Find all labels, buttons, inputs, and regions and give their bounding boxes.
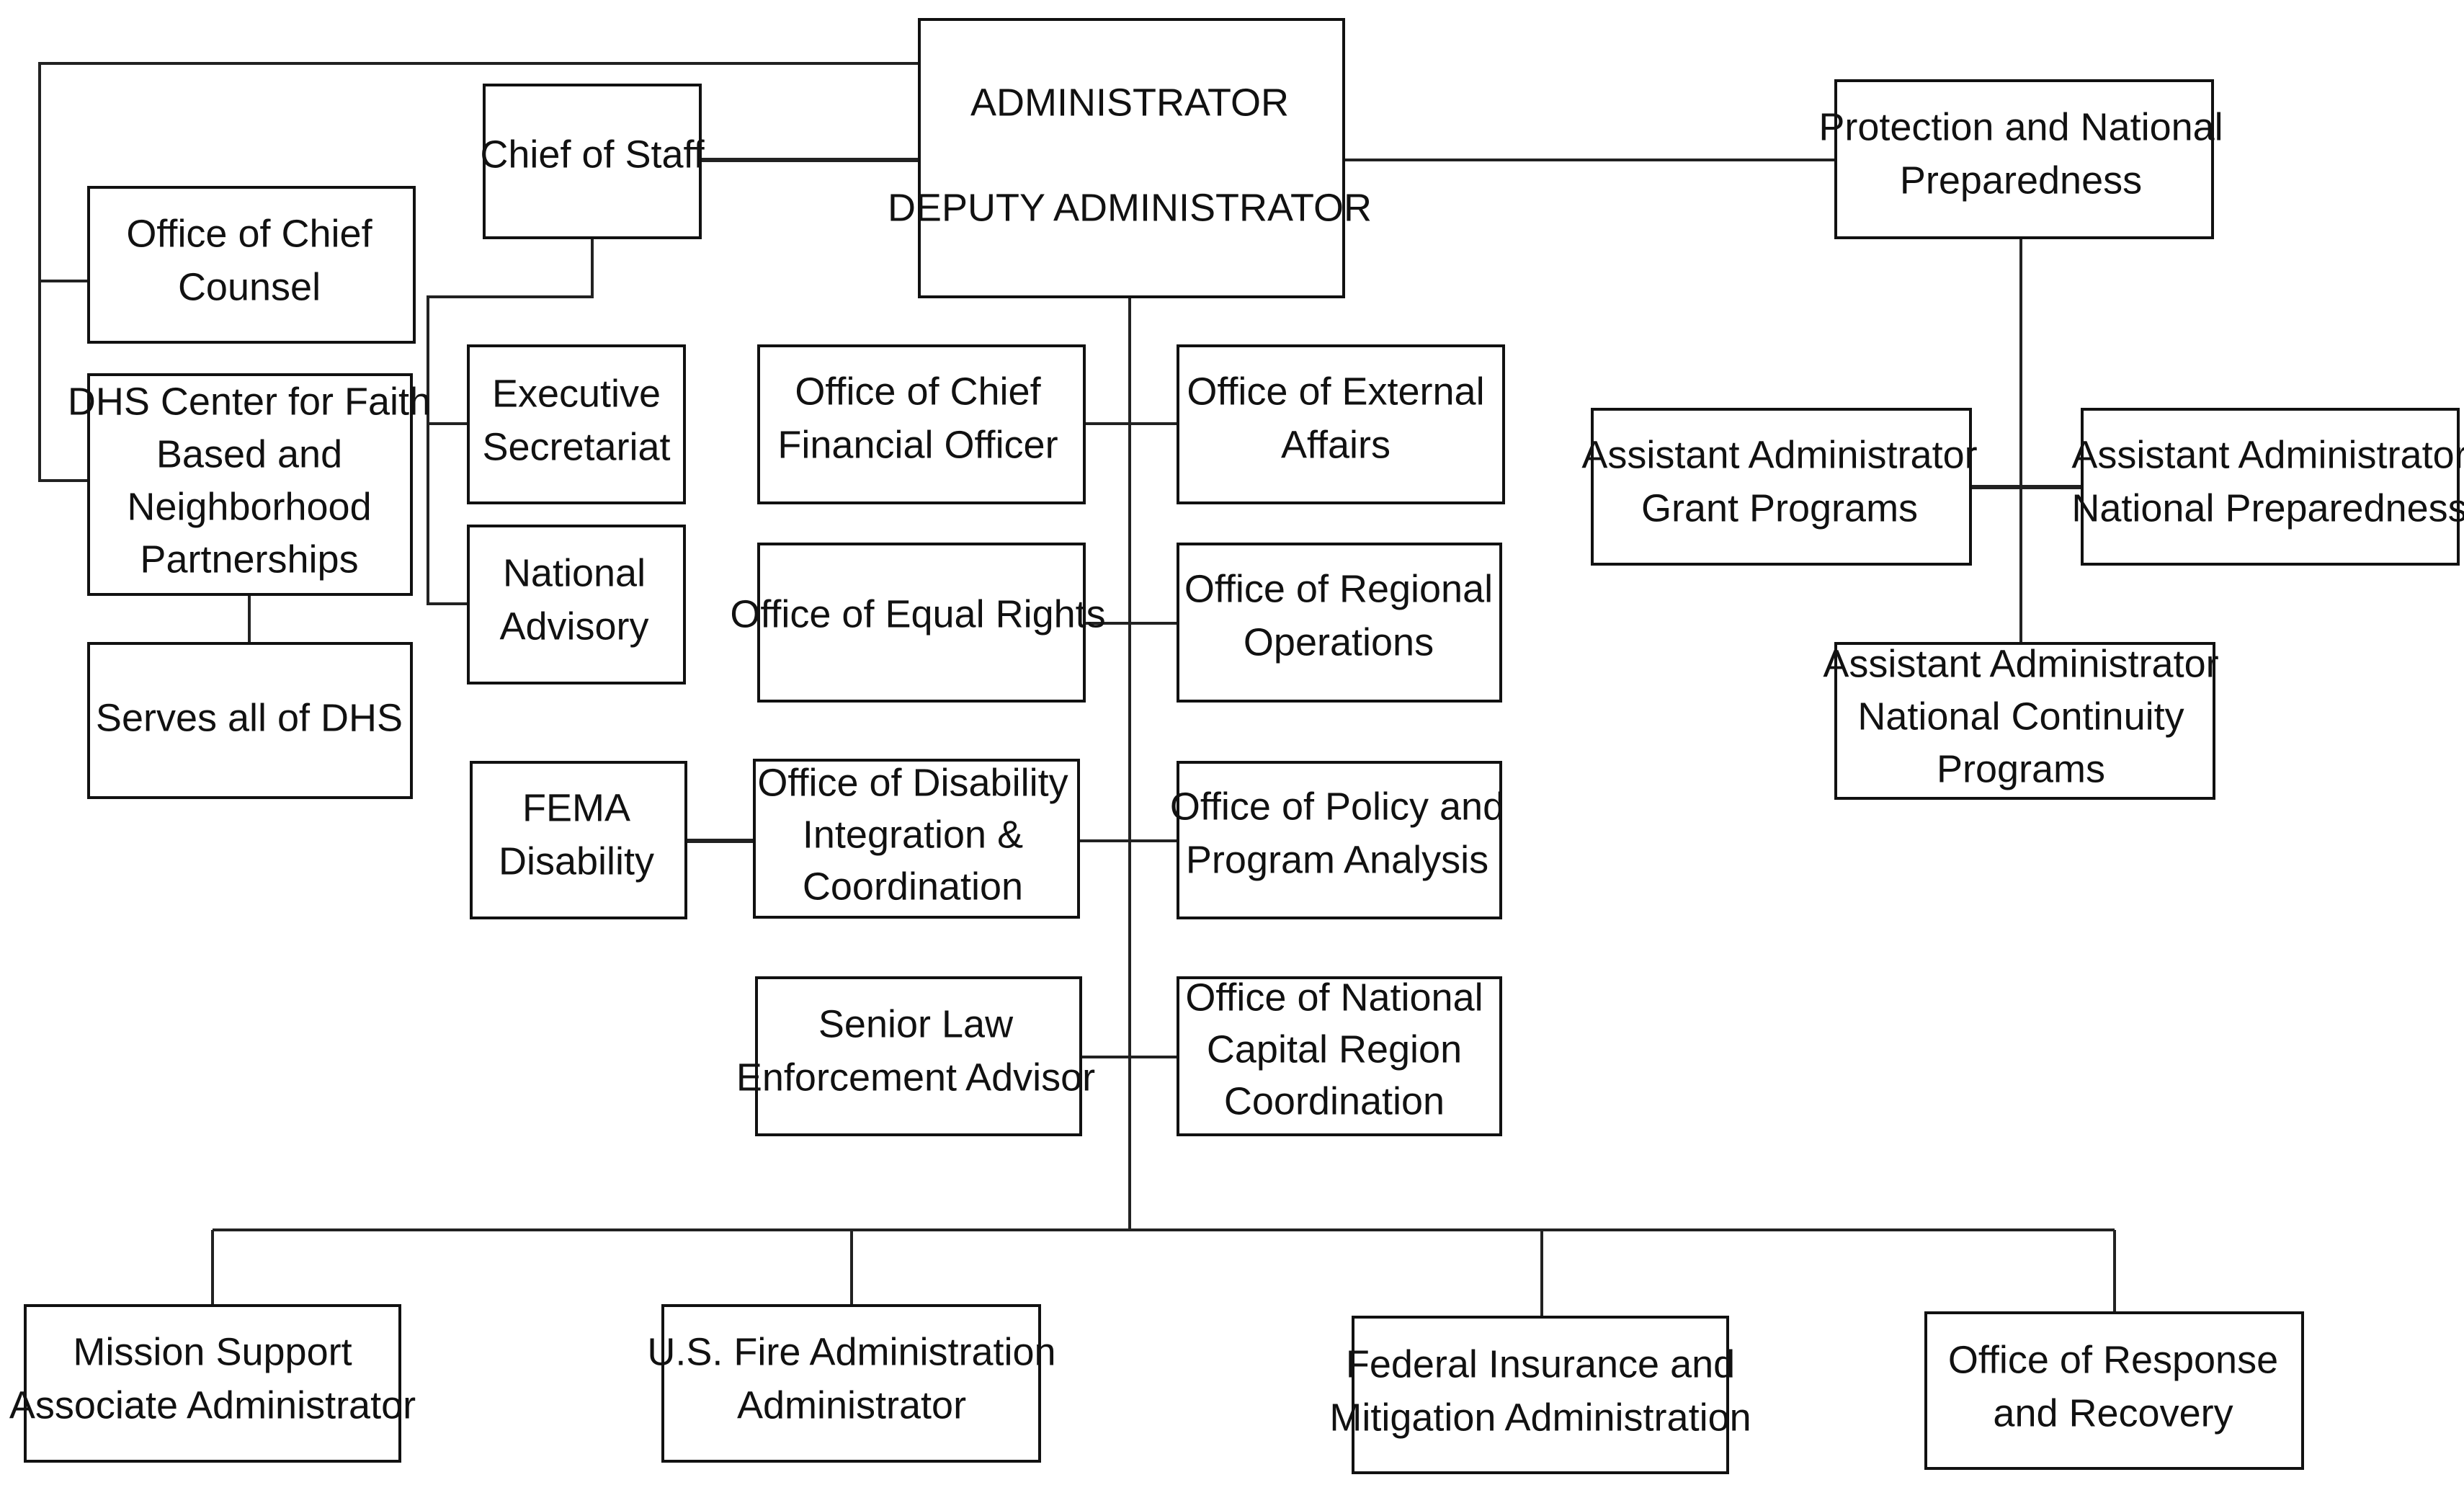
ncr-label-2: Capital Region [1207,1027,1462,1071]
chief-of-staff-label: Chief of Staff [480,133,705,176]
national-advisory-label-2: Advisory [499,605,648,648]
exec-secretariat-box: Executive Secretariat [467,344,686,504]
grant-programs-label-1: Assistant Administrator [1581,433,1977,476]
disability-integration-label-2: Integration & [803,813,1023,856]
cfo-label-1: Office of Chief [795,370,1041,413]
response-recovery-label-2: and Recovery [1993,1391,2233,1435]
policy-box: Office of Policy and Program Analysis [1170,761,1504,919]
disability-integration-label-3: Coordination [803,865,1023,908]
chief-counsel-label-2: Counsel [178,265,321,308]
chief-counsel-label-1: Office of Chief [126,212,372,255]
cfo-box: Office of Chief Financial Officer [757,344,1086,504]
national-preparedness-label-1: Assistant Administrator [2071,433,2464,476]
fema-disability-label-2: Disability [499,839,654,883]
faith-center-box: DHS Center for Faith Based and Neighborh… [68,373,431,596]
external-affairs-label-1: Office of External [1187,370,1484,413]
exec-secretariat-label-1: Executive [492,372,661,415]
protection-label-2: Preparedness [1900,159,2142,202]
response-recovery-label-1: Office of Response [1948,1338,2278,1381]
ncr-box: Office of National Capital Region Coordi… [1177,976,1502,1136]
senior-law-box: Senior Law Enforcement Advisor [736,976,1095,1136]
fema-disability-box: FEMA Disability [470,761,687,919]
policy-label-1: Office of Policy and [1170,785,1504,828]
mission-support-label-1: Mission Support [73,1330,352,1373]
faith-center-label-2: Based and [156,432,342,476]
exec-secretariat-label-2: Secretariat [482,425,670,468]
national-preparedness-label-2: National Preparedness [2071,486,2464,530]
regional-ops-label-1: Office of Regional [1184,567,1493,610]
response-recovery-box: Office of Response and Recovery [1924,1311,2304,1470]
fema-disability-label-1: FEMA [522,786,630,829]
continuity-label-3: Programs [1937,747,2105,790]
ncr-label-3: Coordination [1224,1079,1445,1123]
admin-to-faith-connector [38,62,919,482]
fima-box: Federal Insurance and Mitigation Adminis… [1329,1316,1751,1474]
faith-center-label-4: Partnerships [140,538,358,581]
deputy-administrator-label: DEPUTY ADMINISTRATOR [888,186,1372,229]
continuity-label-2: National Continuity [1857,695,2184,738]
mission-support-box: Mission Support Associate Administrator [9,1304,416,1463]
external-affairs-box: Office of External Affairs [1177,344,1505,504]
chief-counsel-box: Office of Chief Counsel [87,186,416,344]
faith-center-label-3: Neighborhood [127,485,371,528]
usfa-label-1: U.S. Fire Administration [647,1330,1055,1373]
fima-label-1: Federal Insurance and [1346,1342,1735,1386]
continuity-box: Assistant Administrator National Continu… [1823,642,2219,800]
chief-of-staff-box: Chief of Staff [480,84,705,239]
cfo-label-2: Financial Officer [777,423,1058,466]
grant-programs-box: Assistant Administrator Grant Programs [1581,408,1978,566]
administrator-label: ADMINISTRATOR [970,81,1289,124]
serves-all-box: Serves all of DHS [87,642,413,799]
policy-label-2: Program Analysis [1186,838,1488,881]
chief-of-staff-down-connector [427,238,594,605]
national-preparedness-box: Assistant Administrator National Prepare… [2071,408,2464,566]
external-affairs-label-2: Affairs [1281,423,1391,466]
usfa-box: U.S. Fire Administration Administrator [647,1304,1056,1463]
national-advisory-box: National Advisory [467,525,686,684]
senior-law-label-2: Enforcement Advisor [736,1056,1095,1099]
disability-integration-box: Office of Disability Integration & Coord… [753,759,1080,919]
national-advisory-label-1: National [503,551,646,594]
grant-programs-label-2: Grant Programs [1641,486,1918,530]
usfa-label-2: Administrator [737,1383,966,1427]
fima-label-2: Mitigation Administration [1329,1396,1751,1439]
administrator-box: ADMINISTRATOR DEPUTY ADMINISTRATOR [888,18,1372,298]
disability-integration-label-1: Office of Disability [757,761,1068,804]
connectors [38,62,2116,1317]
equal-rights-label: Office of Equal Rights [730,592,1105,636]
equal-rights-box: Office of Equal Rights [730,543,1106,703]
protection-label-1: Protection and National [1818,105,2223,148]
ncr-label-1: Office of National [1185,976,1483,1019]
serves-all-label: Serves all of DHS [96,696,403,739]
faith-center-label-1: DHS Center for Faith [68,380,431,423]
regional-ops-box: Office of Regional Operations [1177,543,1502,703]
mission-support-label-2: Associate Administrator [9,1383,416,1427]
continuity-label-1: Assistant Administrator [1823,642,2218,685]
regional-ops-label-2: Operations [1244,620,1434,664]
senior-law-label-1: Senior Law [818,1002,1014,1045]
protection-box: Protection and National Preparedness [1818,79,2223,239]
